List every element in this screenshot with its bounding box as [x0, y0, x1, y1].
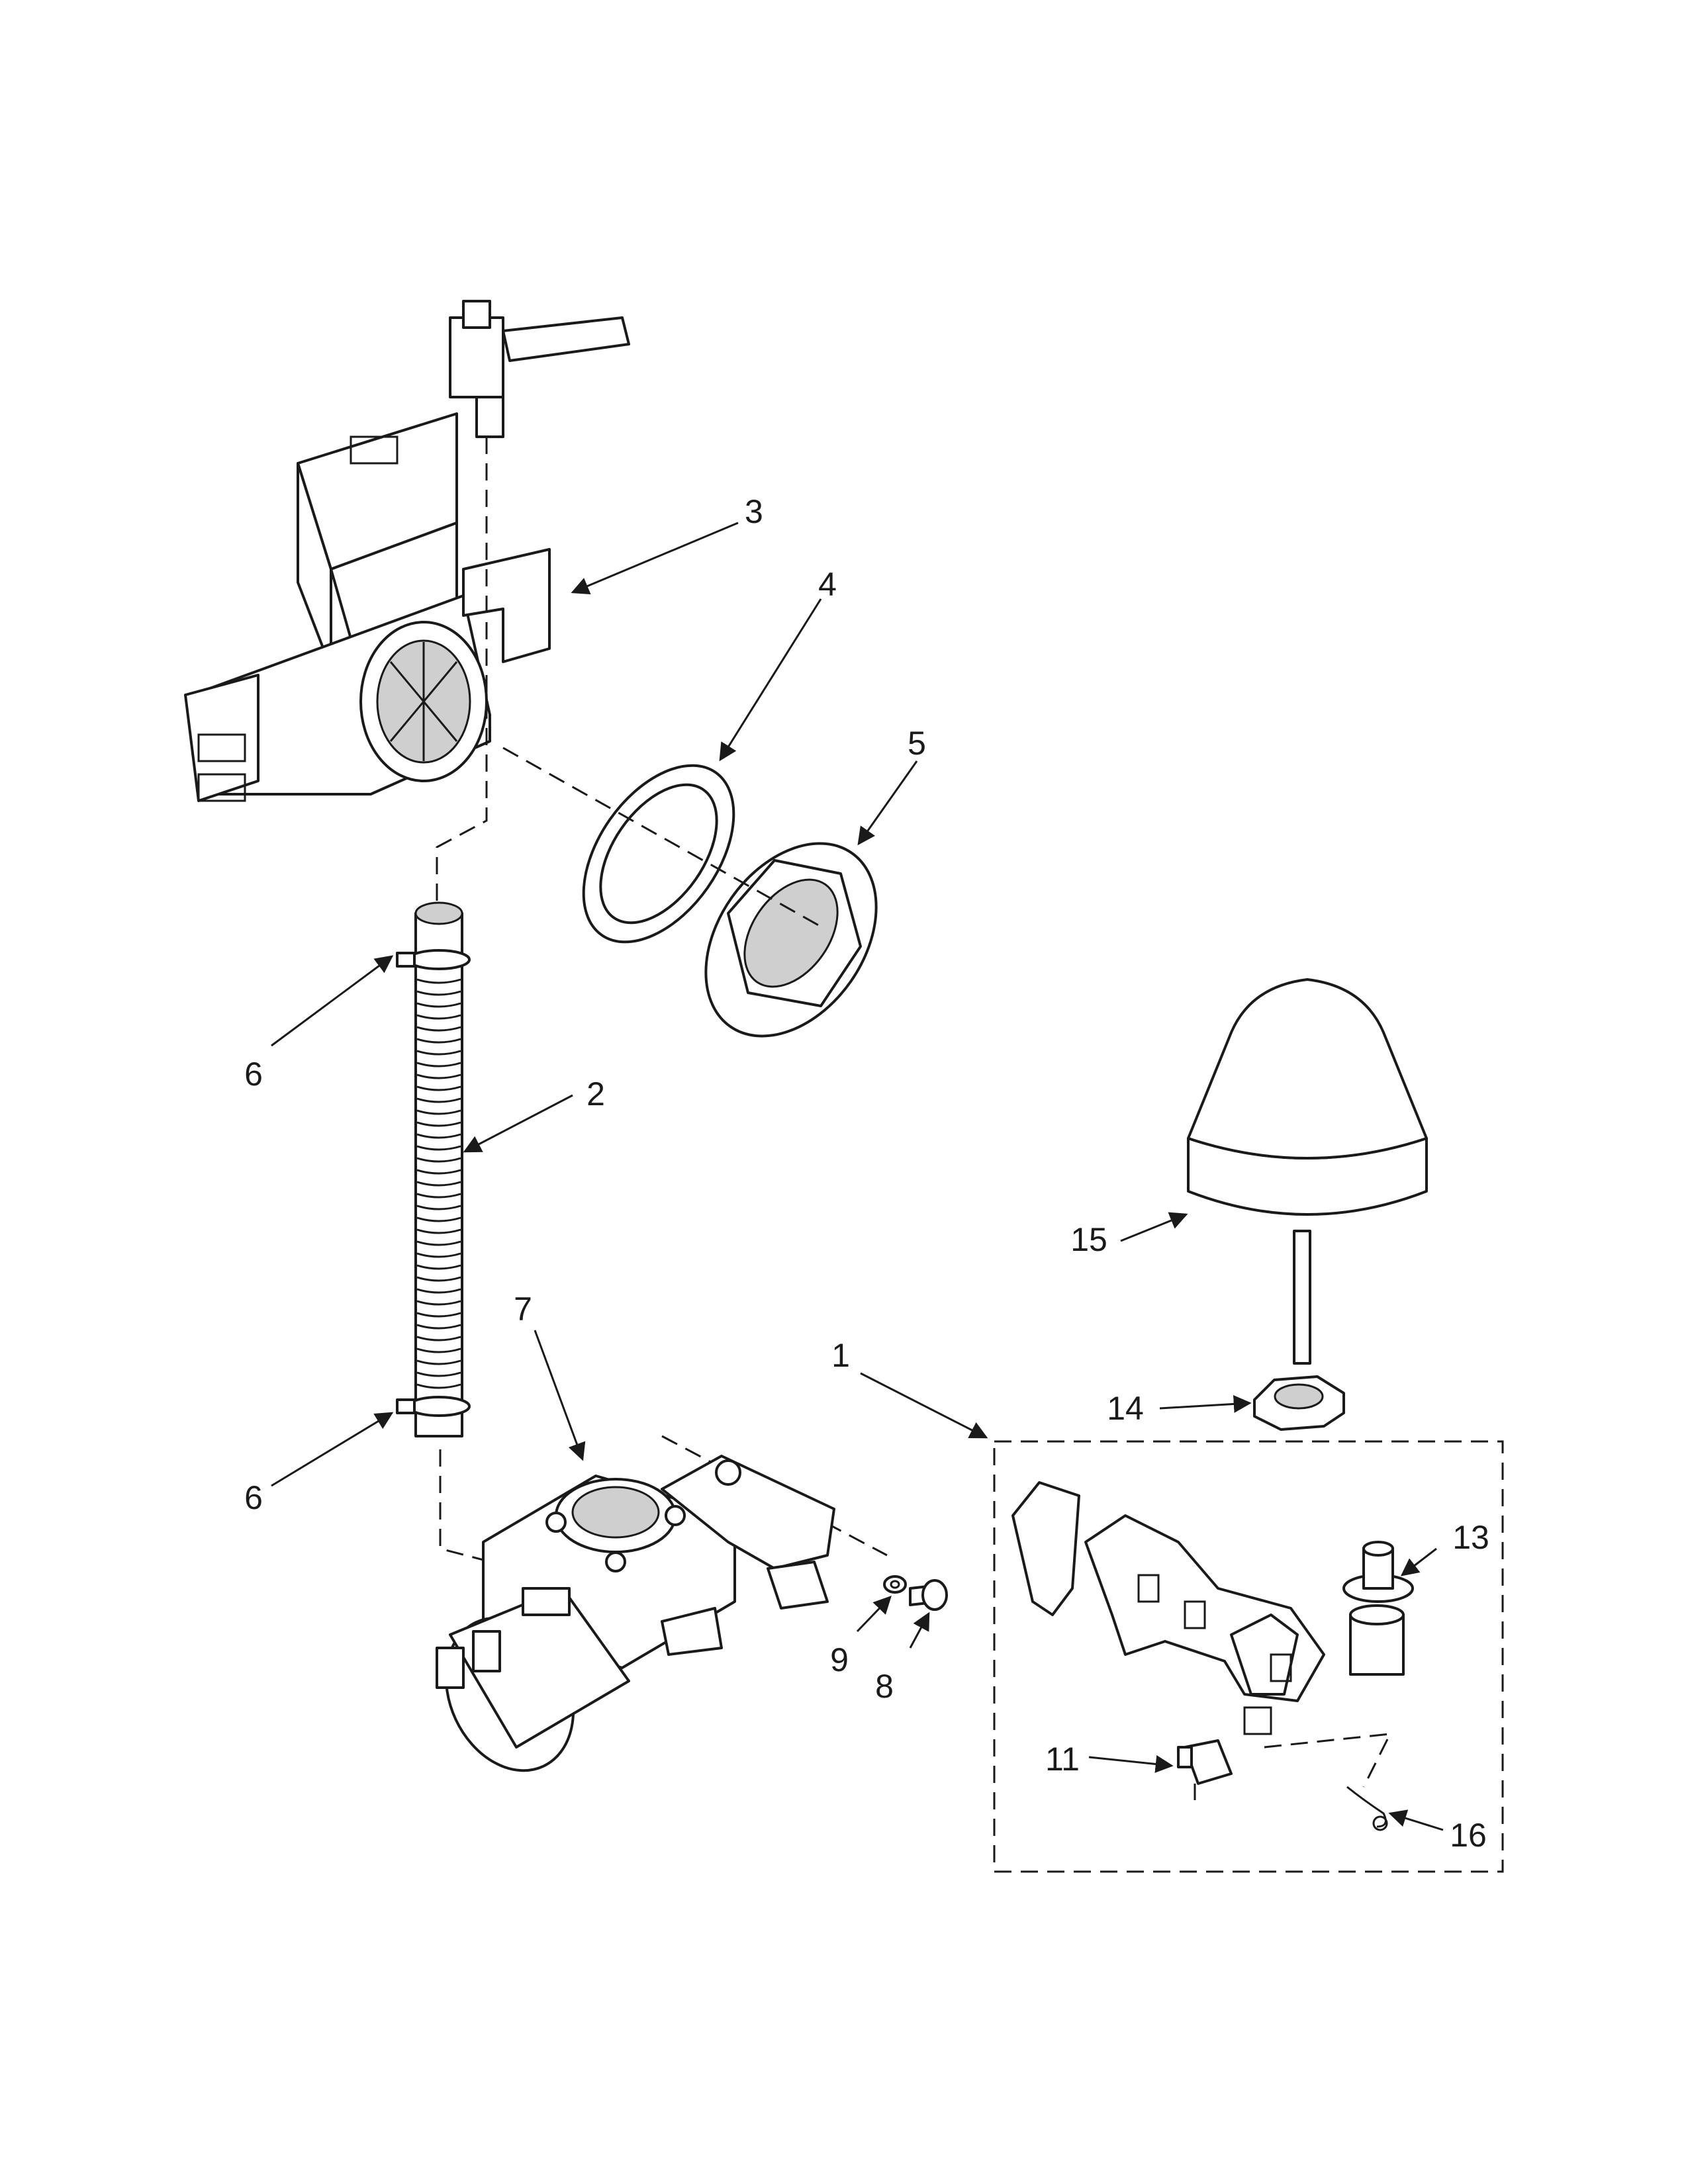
- callout-15: 15: [1070, 1221, 1107, 1258]
- part-3-housing: [184, 300, 630, 802]
- hose-rib: [416, 1312, 461, 1318]
- callout-11: 11: [1045, 1741, 1080, 1778]
- hose-rib: [416, 990, 461, 996]
- hose-rib: [416, 1276, 461, 1282]
- callout-7: 7: [514, 1291, 532, 1328]
- centerline-switch-clip: [1264, 1733, 1392, 1788]
- hose-rib: [416, 1073, 461, 1079]
- hose-rib: [416, 1193, 461, 1199]
- callout-5: 5: [908, 725, 926, 762]
- hose-rib: [416, 1252, 461, 1258]
- part-7-inlet-valve: [436, 1455, 835, 1772]
- callout-13: 13: [1452, 1519, 1489, 1556]
- hose-rib: [416, 1264, 461, 1270]
- hose-rib: [416, 1121, 461, 1127]
- callout-2: 2: [586, 1075, 605, 1113]
- hose-rib: [416, 1109, 461, 1115]
- hose-rib: [416, 1157, 461, 1163]
- part-8-screw: [909, 1579, 948, 1611]
- part-14-hex-nut: [1253, 1375, 1345, 1431]
- hose-rib: [416, 1026, 461, 1032]
- hose-rib: [416, 1181, 461, 1187]
- callout-1: 1: [831, 1337, 850, 1374]
- callout-8: 8: [875, 1668, 894, 1705]
- hose-rib: [416, 1288, 461, 1294]
- part-16-clip: [1346, 1786, 1388, 1831]
- callout-4: 4: [818, 566, 837, 603]
- part-6-clamp-lower: [396, 1396, 471, 1417]
- hose-rib: [416, 1324, 461, 1330]
- part-15-float: [1187, 978, 1428, 1365]
- callout-3: 3: [745, 493, 763, 530]
- part-9-washer: [883, 1575, 907, 1594]
- part-2-hose: [414, 901, 463, 1437]
- centerline-hose-valve: [439, 1449, 517, 1570]
- hose-rib: [416, 1014, 461, 1020]
- part-6-clamp-upper: [396, 949, 471, 970]
- centerline-valve-screw: [661, 1435, 888, 1557]
- hose-rib: [416, 1336, 461, 1342]
- part-13-grommet: [1342, 1541, 1414, 1676]
- hose-rib: [416, 1383, 461, 1389]
- part-1-switch-bracket: [1011, 1481, 1325, 1735]
- hose-rib: [416, 1205, 461, 1210]
- callout-14: 14: [1107, 1390, 1144, 1427]
- hose-rib: [416, 1169, 461, 1175]
- centerline-housing-hose: [436, 437, 488, 907]
- callout-9: 9: [830, 1641, 849, 1678]
- hose-rib: [416, 1085, 461, 1091]
- part-11-micro-switch: [1177, 1739, 1233, 1800]
- callout-6-upper: 6: [244, 1056, 263, 1093]
- centerline-housing-gasket: [502, 747, 821, 928]
- hose-rib: [416, 1097, 461, 1103]
- hose-rib: [416, 1062, 461, 1068]
- hose-rib: [416, 1002, 461, 1008]
- hose-rib: [416, 1145, 461, 1151]
- leader-lines: [271, 522, 1444, 1831]
- part-5-nut: [704, 842, 878, 1038]
- hose-rib: [416, 1371, 461, 1377]
- hose-rib: [416, 1347, 461, 1353]
- hose-rib: [416, 1300, 461, 1306]
- part-1-assembly-box: [993, 1440, 1504, 1873]
- hose-rib: [416, 1228, 461, 1234]
- hose-rib: [416, 1050, 461, 1056]
- hose-rib: [416, 978, 461, 984]
- hose-rib: [416, 1216, 461, 1222]
- hose-rib: [416, 1240, 461, 1246]
- callout-16: 16: [1450, 1817, 1487, 1854]
- hose-rib: [416, 1133, 461, 1139]
- hose-rib: [416, 1038, 461, 1044]
- callout-6-lower: 6: [244, 1479, 263, 1516]
- hose-rib: [416, 1359, 461, 1365]
